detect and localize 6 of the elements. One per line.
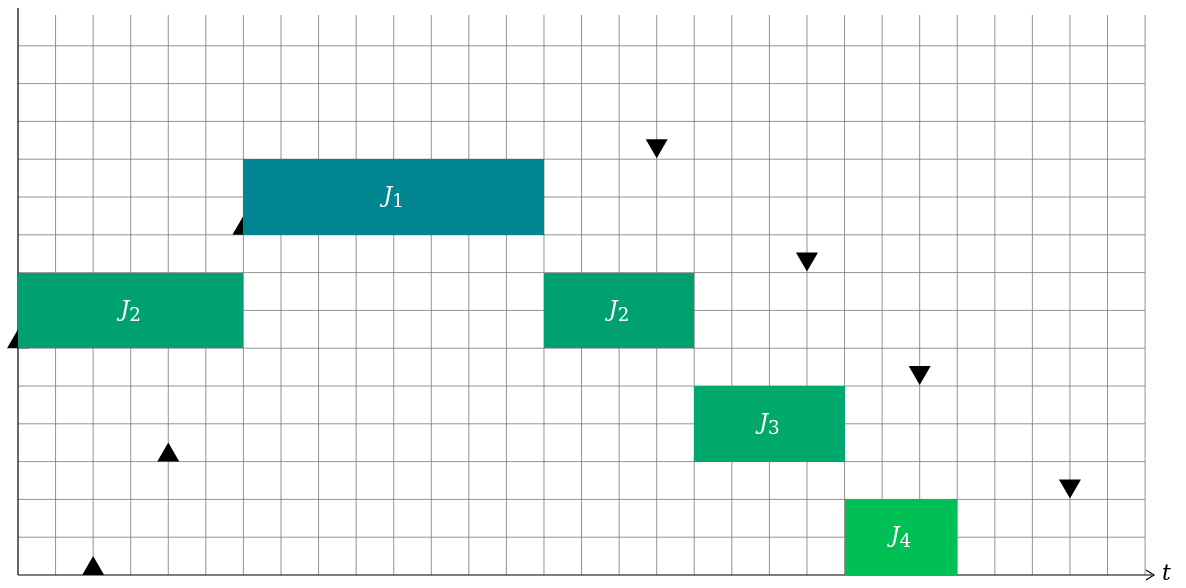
job-bar bbox=[844, 499, 958, 575]
job-bar bbox=[694, 386, 845, 462]
job-bar bbox=[18, 272, 244, 349]
job-bar bbox=[543, 272, 695, 349]
job-bar bbox=[243, 159, 544, 235]
axis-label: t bbox=[1162, 560, 1171, 585]
